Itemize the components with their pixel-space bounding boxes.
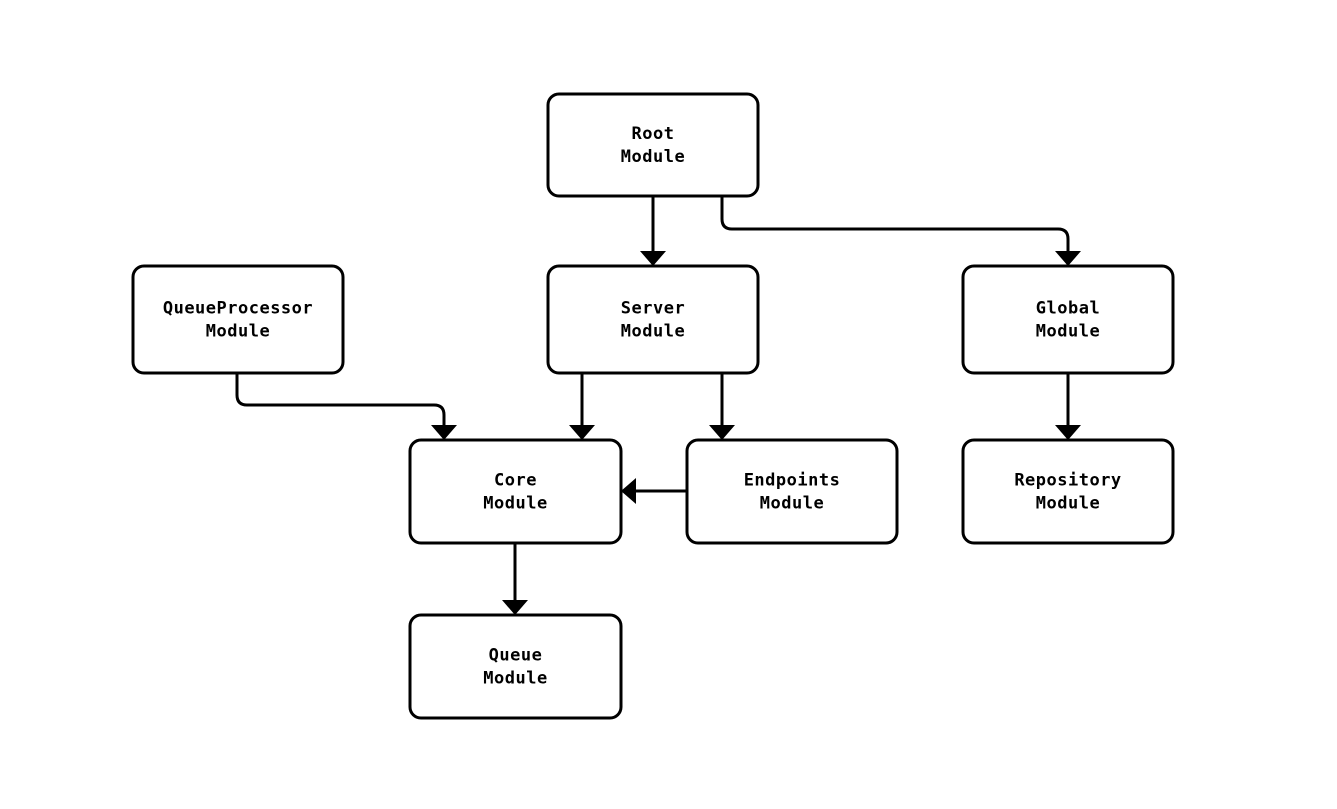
edge-endpoints-to-core	[621, 478, 687, 504]
root-module-node-label-line2: Module	[621, 147, 685, 167]
root-module-node-box[interactable]	[546, 92, 760, 198]
server-module-node-label-line1: Server	[621, 299, 685, 319]
server-module-node-label-line2: Module	[621, 322, 685, 342]
edge-layer	[235, 196, 1081, 615]
edge-server-to-endpoints	[709, 373, 735, 440]
queueprocessor-module-node-box[interactable]	[131, 264, 345, 375]
endpoints-module-node-label-line2: Module	[760, 494, 824, 514]
edge-endpoints-to-core-arrowhead-icon	[621, 478, 636, 504]
edge-global-to-repository-arrowhead-icon	[1055, 425, 1081, 440]
queue-module-node-label-line1: Queue	[489, 646, 543, 666]
edge-global-to-repository	[1055, 373, 1081, 440]
endpoints-module-node-box[interactable]	[685, 438, 899, 545]
edge-root-to-server	[640, 196, 666, 266]
edge-queueprocessor-to-core-arrowhead-icon	[431, 425, 457, 440]
edge-root-to-global	[720, 196, 1081, 266]
queue-module-node-box[interactable]	[408, 613, 623, 720]
edge-server-to-endpoints-arrowhead-icon	[709, 425, 735, 440]
edge-core-to-queue	[502, 543, 528, 615]
edge-queueprocessor-to-core	[235, 373, 457, 440]
edge-server-to-core-arrowhead-icon	[569, 425, 595, 440]
core-module-node-label-line1: Core	[494, 471, 537, 491]
global-module-node-box[interactable]	[961, 264, 1175, 375]
core-module-node-box[interactable]	[408, 438, 623, 545]
queue-module-node-label-line2: Module	[483, 669, 547, 689]
edge-root-to-global-arrowhead-icon	[1055, 251, 1081, 266]
server-module-node-box[interactable]	[546, 264, 760, 375]
node-layer: RootModuleQueueProcessorModuleServerModu…	[131, 92, 1175, 720]
edge-root-to-global-line	[720, 196, 1070, 252]
queueprocessor-module-node-label-line1: QueueProcessor	[163, 299, 313, 319]
queueprocessor-module-node-label-line2: Module	[206, 322, 270, 342]
repository-module-node-label-line1: Repository	[1014, 471, 1121, 491]
edge-queueprocessor-to-core-line	[235, 373, 446, 426]
repository-module-node-label-line2: Module	[1036, 494, 1100, 514]
endpoints-module-node-label-line1: Endpoints	[744, 471, 841, 491]
global-module-node-label-line1: Global	[1036, 299, 1100, 319]
global-module-node-label-line2: Module	[1036, 322, 1100, 342]
edge-server-to-core	[569, 373, 595, 440]
edge-core-to-queue-arrowhead-icon	[502, 600, 528, 615]
edge-root-to-server-arrowhead-icon	[640, 251, 666, 266]
core-module-node-label-line2: Module	[483, 494, 547, 514]
repository-module-node-box[interactable]	[961, 438, 1175, 545]
root-module-node-label-line1: Root	[632, 124, 675, 144]
